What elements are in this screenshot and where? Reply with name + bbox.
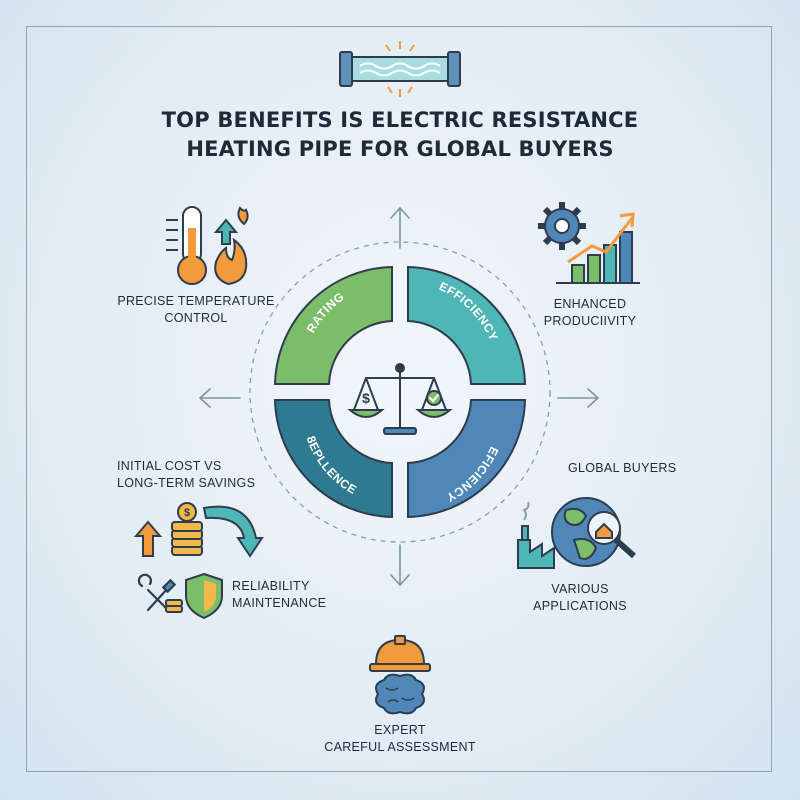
gear-icon [538, 202, 586, 250]
label-enhanced-line-1: ENHANCED [553, 297, 627, 311]
bar-chart-growth-icon [556, 212, 640, 284]
scale-dollar-sign: $ [362, 390, 370, 406]
ring-segment-efficiency [407, 265, 527, 385]
label-initial-cost: INITIAL COST VS LONG-TERM SAVINGS [117, 458, 297, 492]
cost-up-arrow-icon [133, 520, 163, 557]
label-various-applications: VARIOUS APPLICATIONS [520, 581, 640, 615]
label-expert: EXPERT [374, 723, 426, 737]
heating-pipe-icon [339, 41, 461, 97]
label-applications: APPLICATIONS [533, 599, 627, 613]
label-reliability-line-1: RELIABILITY [232, 579, 310, 593]
coin-dollar-sign: $ [184, 507, 190, 519]
ring-segment-eficiency [407, 399, 527, 519]
label-precise-line-2: CONTROL [164, 311, 228, 325]
label-enhanced-line-2: PRODUCIIVITY [543, 314, 637, 328]
label-cost-line-2: LONG-TERM SAVINGS [117, 476, 256, 490]
balance-scale-icon [347, 363, 453, 435]
label-reliability-line-2: MAINTENANCE [232, 596, 327, 610]
label-enhanced-productivity: ENHANCED PRODUCIIVITY [515, 296, 665, 330]
page-title-line-2: HEATING PIPE FOR GLOBAL BUYERS [186, 137, 614, 161]
flame-icon [214, 206, 249, 286]
brain-icon [375, 673, 425, 715]
arrow-up-icon [390, 207, 410, 249]
hard-hat-icon [369, 635, 431, 672]
label-reliability-maintenance: RELIABILITY MAINTENANCE [232, 578, 372, 612]
label-precise-line-1: PRECISE TEMPERATURE [117, 294, 275, 308]
coin-stack-icon [171, 502, 203, 556]
small-coins-icon [165, 599, 183, 613]
dashed-orbit [249, 241, 551, 543]
arrow-right-icon [557, 388, 599, 408]
page-title-line-1: TOP BENEFITS IS ELECTRIC RESISTANCE [161, 108, 639, 132]
label-various: VARIOUS [551, 582, 609, 596]
ring-segment-rating [273, 265, 393, 385]
label-global-buyers: GLOBAL BUYERS [568, 461, 677, 475]
label-careful-assessment: CAREFUL ASSESSMENT [324, 740, 476, 754]
magnifier-house-icon [587, 511, 636, 559]
arrow-down-icon [390, 544, 410, 586]
temperature-up-arrow-icon [213, 218, 239, 245]
arrow-left-icon [199, 388, 241, 408]
ring-segment-8eplence [273, 399, 393, 519]
label-expert-assessment: EXPERT CAREFUL ASSESSMENT [300, 722, 500, 756]
border-frame [26, 26, 772, 772]
wrench-screwdriver-icon [137, 573, 177, 612]
label-precise-temperature-control: PRECISE TEMPERATURE CONTROL [96, 293, 296, 327]
thermometer-icon [166, 206, 207, 285]
label-cost-line-1: INITIAL COST VS [117, 459, 222, 473]
shield-icon [185, 572, 223, 620]
curved-arrow-icon [202, 505, 264, 558]
factory-icon [517, 501, 555, 569]
